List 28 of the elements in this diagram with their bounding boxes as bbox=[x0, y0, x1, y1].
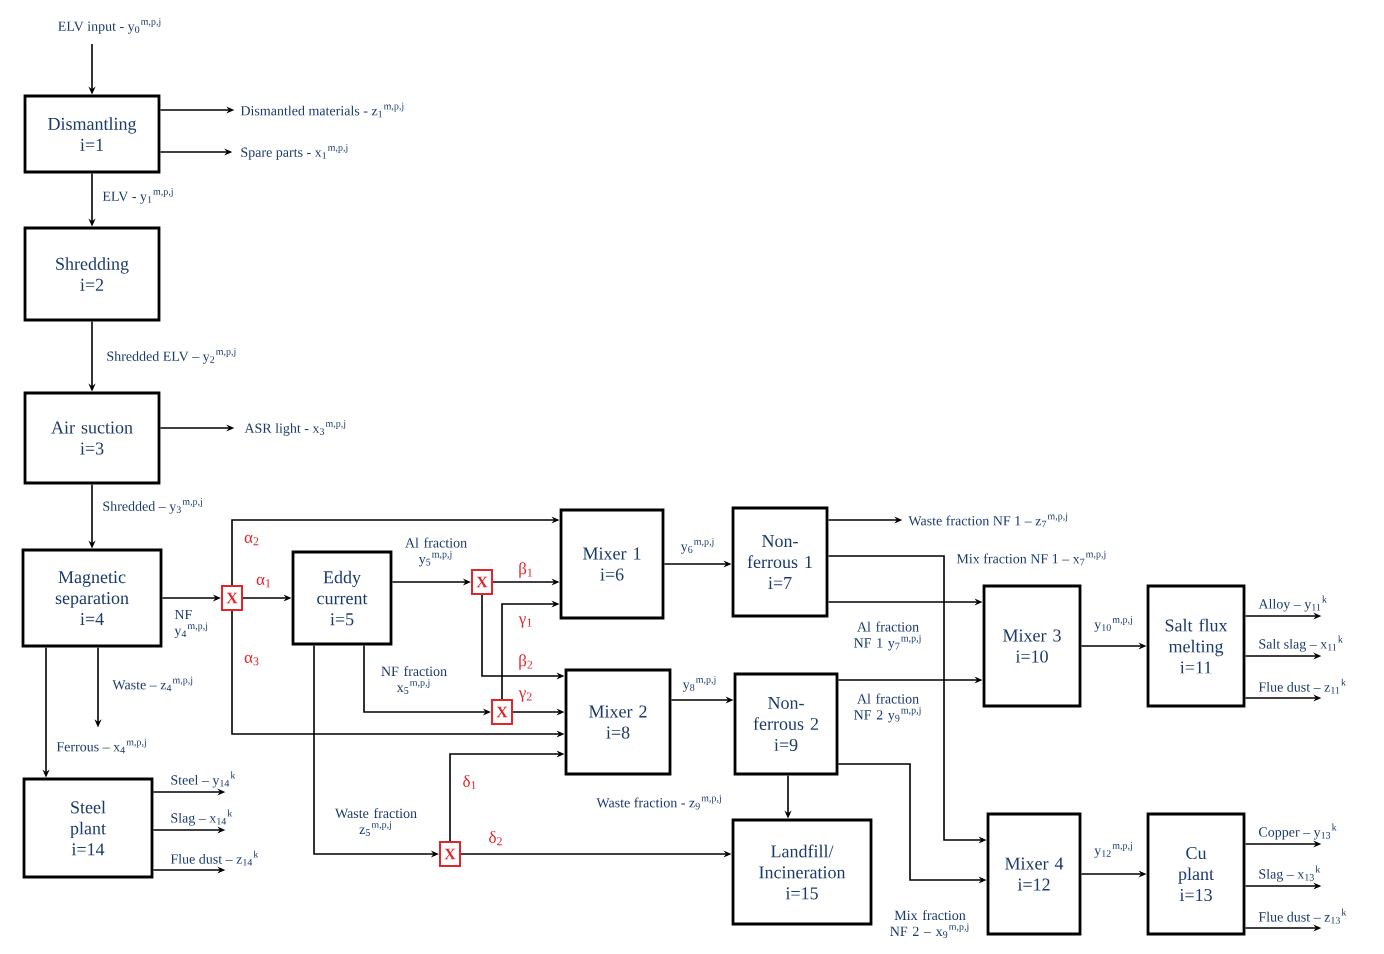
process-box: Mixer 1 i=6 bbox=[559, 508, 665, 620]
edge-label: α$_{3}$ bbox=[244, 654, 259, 666]
process-box: Mixer 3 i=10 bbox=[982, 584, 1082, 708]
process-box: Steel plant i=14 bbox=[22, 777, 154, 879]
edge-label: δ$_{1}$ bbox=[463, 774, 476, 790]
edge-label: β$_{1}$ bbox=[519, 562, 533, 578]
splitter-box: X bbox=[491, 699, 513, 725]
process-box: Cu plant i=13 bbox=[1146, 812, 1246, 936]
process-box: Magnetic separation i=4 bbox=[21, 548, 163, 648]
process-box: Shredding i=2 bbox=[23, 226, 161, 322]
edge-label: δ$_{2}$ bbox=[489, 830, 502, 846]
process-box: Mixer 4 i=12 bbox=[986, 812, 1082, 936]
process-box: Eddy current i=5 bbox=[291, 550, 393, 646]
process-box: Air suction i=3 bbox=[23, 391, 161, 485]
process-box: Landfill/ Incineration i=15 bbox=[731, 818, 873, 926]
process-box: Mixer 2 i=8 bbox=[564, 668, 672, 776]
edge-label: α$_{1}$ bbox=[256, 576, 271, 588]
edge-label: γ$_{2}$ bbox=[518, 690, 532, 702]
edge-label: α$_{2}$ bbox=[244, 534, 259, 546]
edge-label: γ$_{1}$ bbox=[518, 616, 532, 628]
process-box: Non-ferrous 2 i=9 bbox=[733, 672, 839, 776]
splitter-box: X bbox=[221, 585, 243, 611]
splitter-box: X bbox=[471, 569, 493, 595]
process-box: Dismantling i=1 bbox=[23, 94, 161, 174]
edge-label: β$_{2}$ bbox=[519, 654, 533, 670]
process-box: Non-ferrous 1 i=7 bbox=[731, 506, 829, 618]
splitter-box: X bbox=[439, 841, 461, 867]
process-box: Salt flux melting i=11 bbox=[1146, 584, 1246, 708]
